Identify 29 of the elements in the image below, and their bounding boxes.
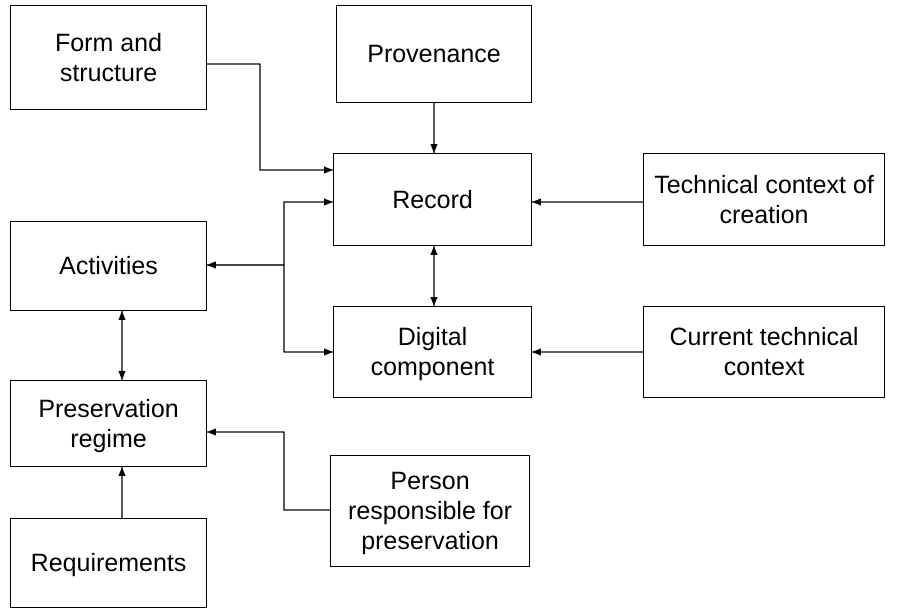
arrow — [532, 198, 643, 206]
concept-box — [333, 306, 532, 398]
concept-box — [643, 153, 885, 246]
box-label: Current technical context — [668, 322, 860, 382]
arrow — [430, 103, 438, 153]
box-label: Digital component — [370, 322, 496, 382]
concept-box — [643, 306, 885, 398]
concept-box — [10, 5, 207, 110]
arrow — [532, 348, 643, 356]
arrow — [207, 261, 333, 356]
box-label: Person responsible for preservation — [347, 466, 513, 556]
concept-box — [10, 380, 207, 467]
box-label: Record — [392, 184, 473, 214]
box-label: Requirements — [30, 548, 186, 578]
arrow — [118, 467, 126, 518]
arrow — [118, 311, 126, 380]
concept-box — [10, 221, 207, 311]
concept-box — [330, 455, 530, 567]
box-label: Activities — [59, 251, 158, 281]
box-label: Preservation regime — [37, 394, 180, 454]
arrow — [430, 246, 438, 306]
box-label: Technical context of creation — [653, 170, 875, 230]
concept-box — [10, 518, 207, 608]
box-label: Form and structure — [54, 28, 163, 88]
concept-box — [333, 153, 532, 246]
arrow — [207, 428, 330, 511]
box-label: Provenance — [367, 39, 501, 69]
concept-box — [336, 5, 532, 103]
arrow — [207, 63, 333, 174]
